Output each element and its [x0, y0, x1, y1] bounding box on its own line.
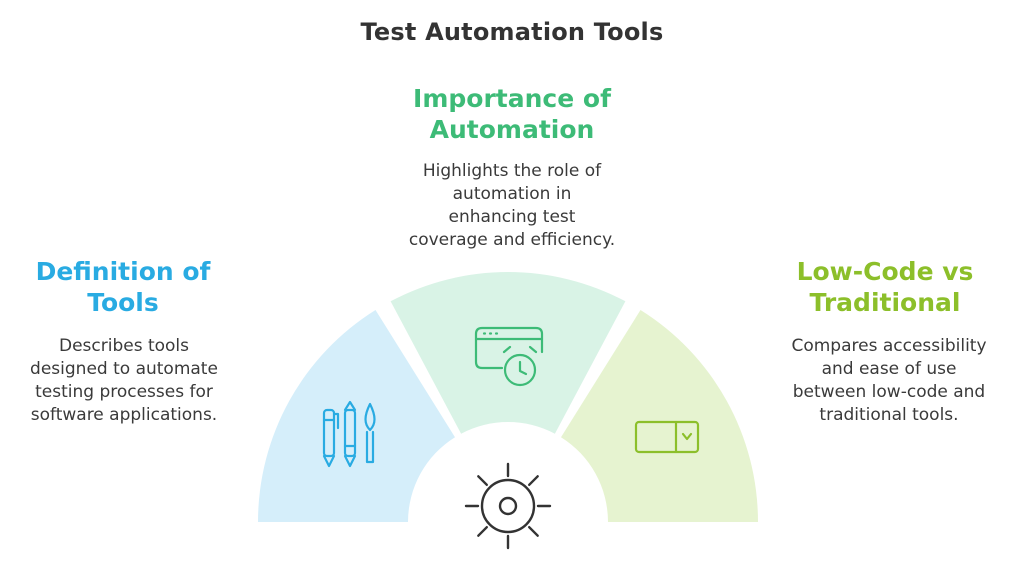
- heading-line: Traditional: [809, 288, 961, 317]
- gear-tooth: [477, 526, 488, 537]
- segment-definition-of-tools: [258, 310, 455, 522]
- gear-tooth: [528, 475, 539, 486]
- diagram-title: Test Automation Tools: [360, 18, 664, 46]
- description-importance-of-automation: Highlights the role of automation in enh…: [362, 160, 662, 252]
- description-line: designed to automate: [30, 359, 218, 379]
- description-line: Describes tools: [58, 336, 190, 356]
- gear-icon: [464, 462, 552, 550]
- heading-line: Tools: [87, 288, 159, 317]
- heading-definition-of-tools: Definition of Tools: [18, 256, 228, 318]
- heading-line: Importance of: [413, 84, 611, 113]
- heading-low-code-vs-traditional: Low-Code vs Traditional: [780, 256, 990, 318]
- gear-tooth: [477, 475, 488, 486]
- gear-tooth: [528, 526, 539, 537]
- description-line: software applications.: [30, 405, 218, 425]
- description-line: Highlights the role of: [422, 161, 602, 181]
- description-line: automation in: [452, 184, 572, 204]
- description-line: and ease of use: [821, 359, 957, 379]
- browser-clock-icon: [474, 326, 544, 387]
- description-line: testing processes for: [35, 382, 213, 402]
- description-definition-of-tools: Describes tools designed to automate tes…: [4, 335, 244, 427]
- pens-brush-icon: [322, 400, 376, 468]
- heading-importance-of-automation: Importance of Automation: [362, 83, 662, 145]
- description-line: coverage and efficiency.: [408, 230, 616, 250]
- heading-line: Automation: [429, 115, 595, 144]
- description-low-code-vs-traditional: Compares accessibility and ease of use b…: [766, 335, 1012, 427]
- heading-line: Low-Code vs: [796, 257, 974, 286]
- segment-importance-of-automation: [390, 272, 626, 434]
- description-line: enhancing test: [448, 207, 576, 227]
- description-line: traditional tools.: [819, 405, 959, 425]
- description-line: between low-code and: [792, 382, 986, 402]
- dropdown-icon: [634, 420, 700, 454]
- segment-low-code-vs-traditional: [561, 310, 758, 522]
- description-line: Compares accessibility: [791, 336, 987, 356]
- heading-line: Definition of: [35, 257, 211, 286]
- gear-hub: [498, 496, 518, 516]
- gear-outer-ring: [480, 478, 536, 534]
